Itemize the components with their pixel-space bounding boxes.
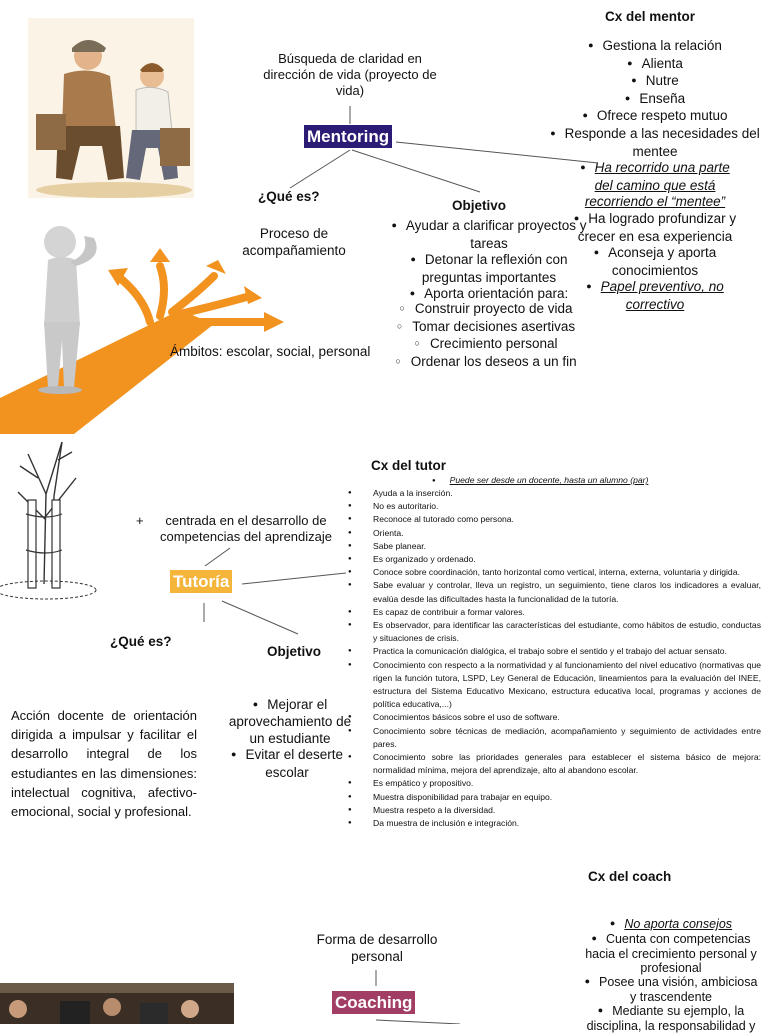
list-item: No es autoritario. [348, 500, 761, 513]
mentoring-busqueda-text: Búsqueda de claridad en dirección de vid… [262, 51, 438, 99]
coaching-title: Coaching [332, 991, 415, 1014]
list-item: Tomar decisiones asertivas [388, 319, 584, 337]
list-item: Mediante su ejemplo, la disciplina, la r… [580, 1004, 762, 1033]
list-item: Alienta [548, 56, 762, 74]
list-item: Es capaz de contribuir a formar valores. [348, 606, 761, 619]
list-item: No aporta consejos [580, 917, 762, 932]
list-item: Aconseja y aporta conocimientos [548, 245, 762, 279]
list-item: Ofrece respeto mutuo [548, 108, 762, 126]
coach-cx-list: No aporta consejos Cuenta con competenci… [580, 917, 762, 1033]
tutor-cx-list: Ayuda a la inserción. No es autoritario.… [348, 487, 761, 830]
coach-cx-label: Cx del coach [588, 869, 671, 884]
tutoria-objetivo-label: Objetivo [267, 644, 321, 659]
list-item: Sabe evaluar y controlar, lleva un regis… [348, 579, 761, 605]
list-item: Mejorar el aprovechamiento de un estudia… [218, 697, 356, 747]
list-item: Da muestra de inclusión e integración. [348, 817, 761, 830]
tutoria-plus: + [136, 513, 144, 528]
list-item: Conocimiento sobre técnicas de mediación… [348, 725, 761, 751]
mentoring-que-es-text: Proceso de acompañamiento [228, 225, 360, 259]
list-item: Es observador, para identificar las cara… [348, 619, 761, 645]
tutor-cx-first: ●Puede ser desde un docente, hasta un al… [432, 475, 648, 485]
tree-sketch-image [0, 434, 130, 602]
list-item: Nutre [548, 73, 762, 91]
list-item: Muestra respeto a la diversidad. [348, 804, 761, 817]
list-item: Conocimiento sobre las prioridades gener… [348, 751, 761, 777]
mentoring-title: Mentoring [304, 125, 392, 148]
list-item: Enseña [548, 91, 762, 109]
coaching-forma-text: Forma de desarrollo personal [304, 931, 450, 965]
mentor-cx-list: Gestiona la relación Alienta Nutre Enseñ… [548, 38, 762, 314]
tutoria-que-es-text: Acción docente de orientación dirigida a… [11, 706, 197, 821]
list-item: Gestiona la relación [548, 38, 762, 56]
list-item: Ha recorrido una parte del camino que es… [548, 160, 762, 211]
list-item: Posee una visión, ambiciosa y trascenden… [580, 975, 762, 1004]
list-item: Practica la comunicación dialógica, el t… [348, 645, 761, 658]
list-item: Reconoce al tutorado como persona. [348, 513, 761, 526]
tutoria-que-es-label: ¿Qué es? [110, 634, 172, 649]
list-item: Muestra disponibilidad para trabajar en … [348, 791, 761, 804]
list-item: Sabe planear. [348, 540, 761, 553]
list-item: Es organizado y ordenado. [348, 553, 761, 566]
list-item: Evitar el deserte escolar [218, 747, 356, 781]
mentor-cx-label: Cx del mentor [605, 9, 695, 24]
list-item: Ordenar los deseos a un fin [388, 354, 584, 372]
list-item: Responde a las necesidades del mentee [548, 126, 762, 160]
mentoring-que-es-label: ¿Qué es? [258, 189, 320, 204]
mentoring-objetivo-label: Objetivo [452, 198, 506, 213]
list-item: Ayuda a la inserción. [348, 487, 761, 500]
list-item: Papel preventivo, no correctivo [548, 279, 762, 313]
tutoria-title: Tutoría [170, 570, 232, 593]
list-item: Conocimientos básicos sobre el uso de so… [348, 711, 761, 724]
team-photo-image [0, 983, 234, 1024]
list-item: Ha logrado profundizar y crecer en esa e… [548, 211, 762, 245]
tutoria-objetivo-list: Mejorar el aprovechamiento de un estudia… [218, 697, 356, 781]
list-item: Crecimiento personal [388, 336, 584, 354]
list-item: Conocimiento con respecto a la normativi… [348, 659, 761, 712]
list-item: Cuenta con competencias hacia el crecimi… [580, 932, 762, 975]
list-item: Orienta. [348, 527, 761, 540]
list-item: Es empático y propositivo. [348, 777, 761, 790]
tutoria-centrada-text: centrada en el desarrollo de competencia… [154, 513, 338, 545]
list-item: Conoce sobre coordinación, tanto horizon… [348, 566, 761, 579]
mentor-image-illustration [28, 18, 194, 198]
tutor-cx-label: Cx del tutor [371, 458, 446, 473]
mentoring-ambitos: Ámbitos: escolar, social, personal [170, 344, 370, 359]
